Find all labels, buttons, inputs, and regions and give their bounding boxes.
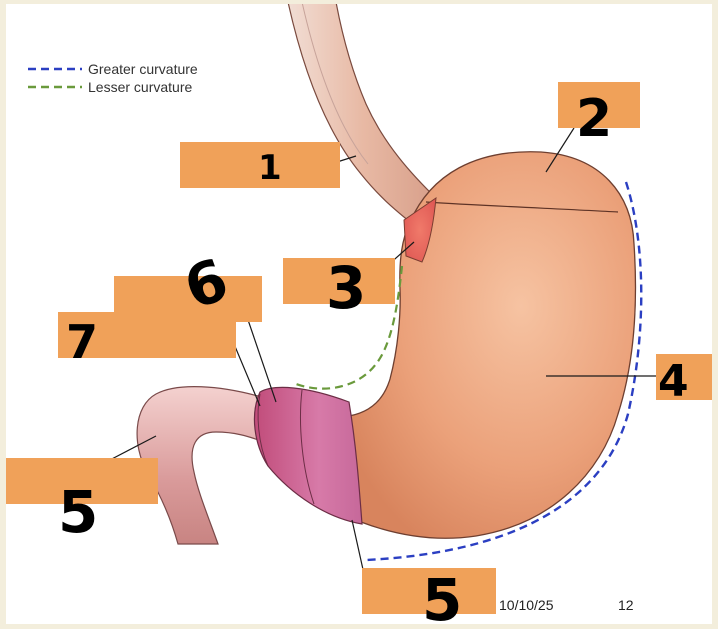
pylorus-ring-2 bbox=[257, 393, 269, 467]
label-box-4[interactable] bbox=[656, 354, 712, 400]
stomach-diagram: Greater curvature Lesser curvature bbox=[6, 4, 712, 624]
stomach-body bbox=[348, 151, 637, 539]
number-5-bottom: 5 bbox=[422, 566, 462, 624]
leader-7 bbox=[233, 343, 261, 407]
label-box-5-left[interactable] bbox=[6, 458, 158, 504]
number-1: 1 bbox=[258, 148, 282, 188]
slide-date: 10/10/25 bbox=[499, 597, 554, 613]
pyloric-region bbox=[253, 386, 363, 525]
number-3: 3 bbox=[326, 254, 366, 322]
number-2: 2 bbox=[576, 89, 612, 149]
fundus-boundary bbox=[425, 201, 619, 213]
leader-5-bottom bbox=[351, 519, 365, 575]
legend-lesser-curvature: Lesser curvature bbox=[88, 79, 192, 95]
handwritten-numbers: 1 2 3 4 5 5 6 7 bbox=[58, 89, 689, 624]
number-4: 4 bbox=[658, 356, 689, 407]
legend-greater-curvature: Greater curvature bbox=[88, 61, 198, 77]
number-7: 7 bbox=[66, 315, 98, 369]
greater-curvature-line bbox=[365, 181, 643, 562]
leader-1 bbox=[336, 155, 357, 163]
label-boxes bbox=[6, 82, 712, 614]
label-box-1[interactable] bbox=[180, 142, 340, 188]
number-5-left: 5 bbox=[58, 478, 98, 546]
leader-5-left bbox=[105, 435, 157, 463]
slide: Greater curvature Lesser curvature bbox=[6, 4, 712, 624]
leader-2 bbox=[545, 127, 575, 173]
slide-page-number: 12 bbox=[618, 597, 634, 613]
pylorus-ring-1 bbox=[300, 389, 315, 505]
cardia bbox=[403, 196, 437, 263]
duodenum bbox=[136, 386, 265, 545]
leader-6 bbox=[245, 313, 277, 403]
legend: Greater curvature Lesser curvature bbox=[28, 61, 198, 95]
label-box-2[interactable] bbox=[558, 82, 640, 128]
lesser-curvature-line bbox=[295, 265, 404, 390]
esophagus-inner-line bbox=[301, 4, 369, 165]
leader-lines bbox=[105, 127, 658, 575]
label-box-7[interactable] bbox=[58, 312, 236, 358]
label-box-3[interactable] bbox=[283, 258, 395, 304]
label-box-5-bottom[interactable] bbox=[362, 568, 496, 614]
